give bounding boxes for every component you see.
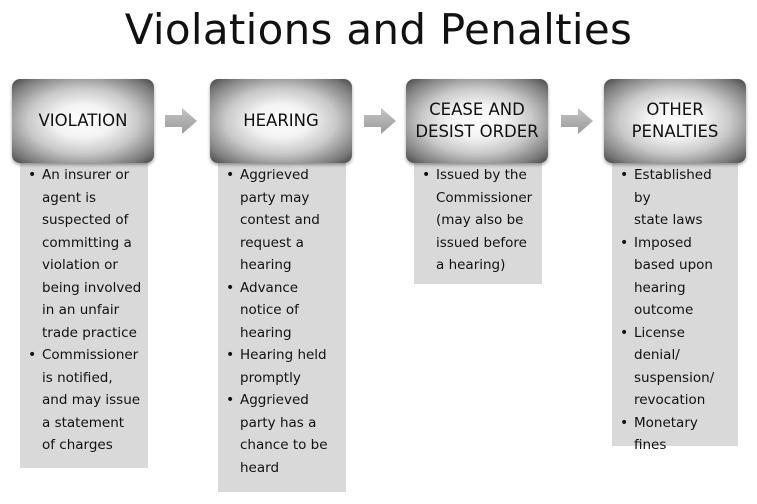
arrow-right-icon: [364, 108, 396, 134]
list-item: Imposed based upon hearing outcome: [620, 232, 732, 322]
list-item: Issued by the Commissioner (may also be …: [422, 164, 536, 277]
arrow-right-icon: [561, 108, 593, 134]
list-item: An insurer or agent is suspected of comm…: [28, 164, 142, 344]
arrow-right-icon: [165, 108, 197, 134]
violation-bullet-list: An insurer or agent is suspected of comm…: [20, 160, 148, 457]
page-title: Violations and Penalties: [124, 5, 633, 54]
list-item: Advance notice of hearing: [226, 277, 340, 345]
cease-and-desist-header: CEASE AND DESIST ORDER: [406, 79, 548, 163]
violation-panel: An insurer or agent is suspected of comm…: [20, 160, 148, 468]
violation-header: VIOLATION: [12, 79, 154, 163]
list-item: Hearing held promptly: [226, 344, 340, 389]
cease-and-desist-panel: Issued by the Commissioner (may also be …: [414, 160, 542, 284]
other-penalties-header: OTHER PENALTIES: [604, 79, 746, 163]
list-item: Commissioner is notified, and may issue …: [28, 344, 142, 457]
other-penalties-header-label: OTHER PENALTIES: [631, 100, 719, 141]
list-item: Monetary fines: [620, 412, 732, 457]
other-penalties-panel: Established by state laws Imposed based …: [612, 160, 738, 453]
hearing-bullet-list: Aggrieved party may contest and request …: [218, 160, 346, 479]
list-item: Established by state laws: [620, 164, 732, 232]
list-item: License denial/ suspension/ revocation: [620, 322, 732, 412]
list-item: Aggrieved party has a chance to be heard: [226, 389, 340, 479]
hearing-header-label: HEARING: [243, 111, 319, 130]
hearing-header: HEARING: [210, 79, 352, 163]
cease-and-desist-header-label: CEASE AND DESIST ORDER: [415, 100, 539, 141]
other-penalties-bullet-list: Established by state laws Imposed based …: [612, 160, 738, 457]
cease-and-desist-bullet-list: Issued by the Commissioner (may also be …: [414, 160, 542, 277]
hearing-panel: Aggrieved party may contest and request …: [218, 160, 346, 492]
list-item: Aggrieved party may contest and request …: [226, 164, 340, 277]
violation-header-label: VIOLATION: [38, 111, 128, 130]
